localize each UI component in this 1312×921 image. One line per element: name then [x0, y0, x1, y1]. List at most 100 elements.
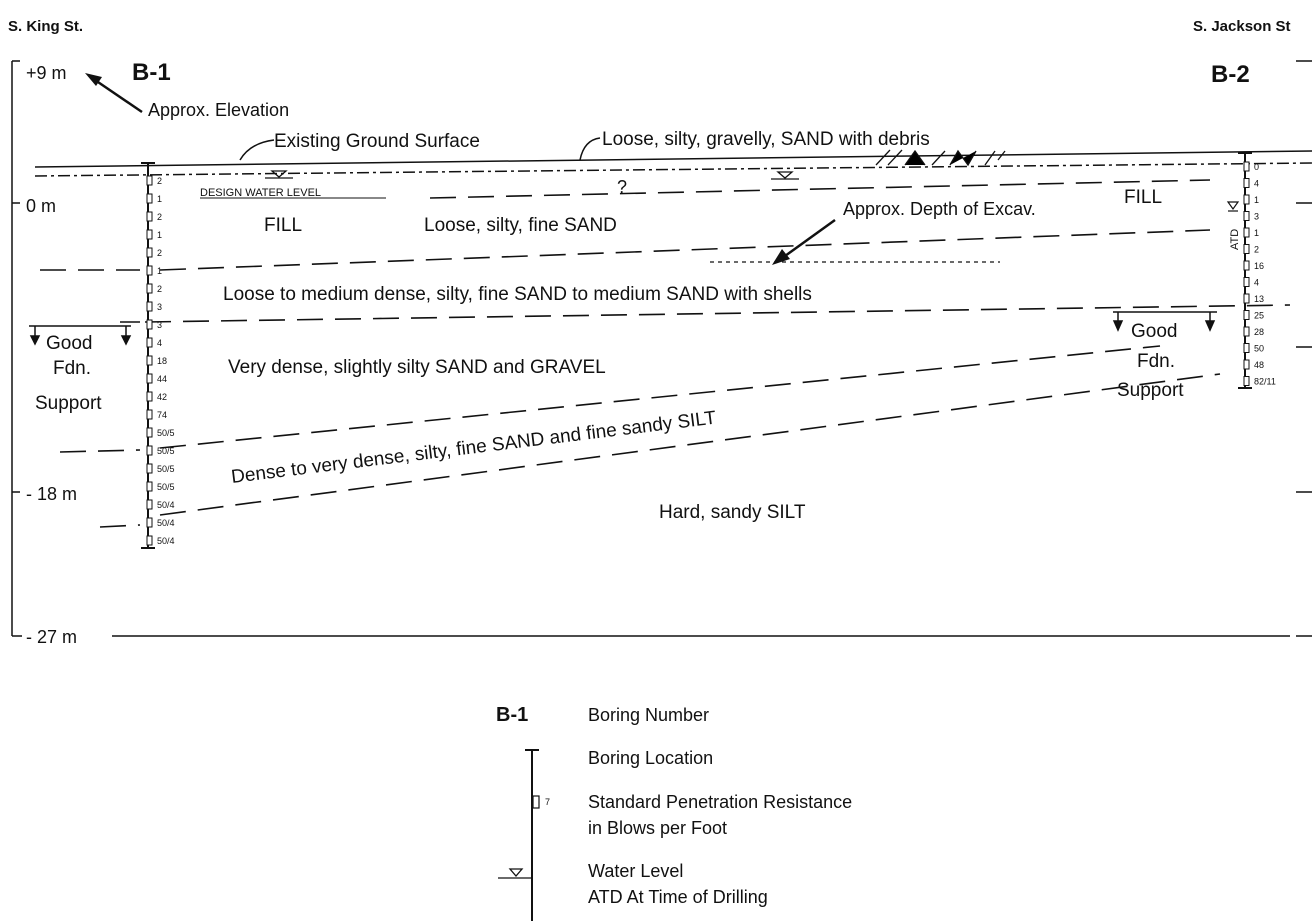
good-support-right-marker [1112, 311, 1217, 332]
legend-boring-location-label: Boring Location [588, 748, 713, 768]
spt-sample-mark [1243, 359, 1250, 370]
legend-spt-label-line2: in Blows per Foot [588, 818, 727, 838]
good-support-left-line3: Support [35, 393, 102, 414]
street-left-label: S. King St. [8, 18, 83, 35]
spt-sample-mark [146, 193, 153, 204]
fill-label-right: FILL [1124, 187, 1162, 208]
spt-sample-mark [1243, 277, 1250, 287]
ground-surface-leader [239, 139, 275, 161]
spt-blow-count: 25 [1254, 311, 1264, 321]
spt-blow-count: 2 [157, 212, 162, 222]
spt-blow-count: 1 [157, 194, 162, 204]
spt-blow-count: 2 [157, 284, 162, 294]
fill-label-left: FILL [264, 215, 302, 236]
spt-sample-mark [146, 517, 153, 528]
spt-sample-mark [146, 499, 153, 510]
spt-blow-count: 3 [1254, 212, 1259, 222]
legend: B-1 Boring Number Boring Location 7 Stan… [496, 704, 852, 921]
spt-blow-count: 2 [157, 248, 162, 258]
street-right-label: S. Jackson St [1193, 18, 1291, 35]
spt-sample-mark [146, 355, 153, 366]
spt-blow-count: 2 [1254, 245, 1259, 255]
spt-sample-mark [146, 445, 153, 456]
boring-b1-samples: 21212123341844427450/550/550/550/550/450… [146, 175, 175, 546]
good-support-left-marker [29, 325, 132, 346]
legend-water-level-symbol [498, 868, 532, 879]
spt-sample-mark [1243, 244, 1250, 254]
spt-sample-mark [1243, 343, 1250, 353]
design-water-label: DESIGN WATER LEVEL [200, 187, 321, 199]
elevation-label-minus18: - 18 m [26, 484, 77, 504]
excavation-arrow [772, 218, 836, 265]
spt-sample-mark [1243, 376, 1250, 386]
spt-sample-mark [146, 463, 153, 474]
ground-surface-line [34, 150, 1312, 177]
spt-blow-count: 50 [1254, 344, 1264, 354]
legend-boring-number-label: Boring Number [588, 705, 709, 725]
spt-sample-mark [1243, 310, 1250, 320]
spt-blow-count: 28 [1254, 327, 1264, 337]
elevation-axis [11, 60, 1290, 637]
spt-sample-mark [1243, 293, 1250, 304]
spt-sample-mark [146, 265, 153, 276]
spt-blow-count: 50/5 [157, 428, 175, 438]
spt-blow-count: 1 [157, 266, 162, 276]
spt-sample-mark [146, 535, 153, 546]
spt-sample-mark [146, 373, 153, 384]
spt-blow-count: 16 [1254, 261, 1264, 271]
water-level-symbols [265, 170, 799, 180]
legend-spt-sample-value: 7 [545, 797, 550, 807]
good-support-right-line2: Fdn. [1137, 351, 1175, 372]
spt-blow-count: 0 [1254, 162, 1259, 172]
legend-spt-sample-symbol [532, 795, 540, 809]
spt-sample-mark [146, 175, 153, 186]
spt-sample-mark [146, 481, 153, 492]
debris-hatch [875, 149, 1006, 167]
spt-sample-mark [1243, 194, 1250, 205]
legend-water-level-line2: ATD At Time of Drilling [588, 887, 768, 907]
spt-sample-mark [146, 391, 153, 402]
spt-blow-count: 1 [1254, 228, 1259, 238]
elevation-label-top: +9 m [26, 63, 67, 83]
good-support-left-line2: Fdn. [53, 358, 91, 379]
spt-blow-count: 44 [157, 374, 167, 384]
spt-sample-mark [146, 247, 153, 258]
spt-blow-count: 50/4 [157, 500, 175, 510]
good-support-right-line1: Good [1131, 321, 1177, 342]
spt-blow-count: 3 [157, 302, 162, 312]
spt-sample-mark [146, 229, 153, 240]
layer-boundaries [40, 179, 1291, 528]
spt-blow-count: 50/5 [157, 482, 175, 492]
elevation-label-minus27: - 27 m [26, 627, 77, 647]
loose-medium-dense-label: Loose to medium dense, silty, fine SAND … [223, 284, 812, 305]
spt-blow-count: 50/5 [157, 446, 175, 456]
spt-sample-mark [1243, 161, 1250, 172]
spt-blow-count: 1 [157, 230, 162, 240]
approx-elevation-arrow [85, 73, 143, 114]
ground-surface-label: Existing Ground Surface [274, 131, 480, 152]
elevation-label-zero: 0 m [26, 196, 56, 216]
spt-sample-mark [1243, 211, 1250, 221]
debris-label: Loose, silty, gravelly, SAND with debris [602, 129, 930, 150]
spt-blow-count: 3 [157, 320, 162, 330]
excavation-label: Approx. Depth of Excav. [843, 199, 1036, 219]
legend-water-level-line1: Water Level [588, 861, 683, 881]
loose-fine-sand-label: Loose, silty, fine SAND [424, 215, 617, 236]
unknown-boundary-mark: ? [617, 177, 627, 197]
spt-sample-mark [1243, 227, 1250, 238]
spt-blow-count: 42 [157, 392, 167, 402]
legend-spt-label-line1: Standard Penetration Resistance [588, 792, 852, 812]
spt-blow-count: 2 [157, 176, 162, 186]
spt-sample-mark [146, 301, 153, 312]
spt-sample-mark [146, 319, 153, 330]
debris-leader [579, 137, 601, 161]
spt-blow-count: 4 [157, 338, 162, 348]
spt-blow-count: 50/5 [157, 464, 175, 474]
good-support-left-line1: Good [46, 333, 92, 354]
very-dense-label: Very dense, slightly silty SAND and GRAV… [228, 357, 606, 378]
spt-sample-mark [146, 211, 153, 222]
spt-blow-count: 50/4 [157, 536, 175, 546]
boring-b2-title: B-2 [1211, 61, 1250, 88]
